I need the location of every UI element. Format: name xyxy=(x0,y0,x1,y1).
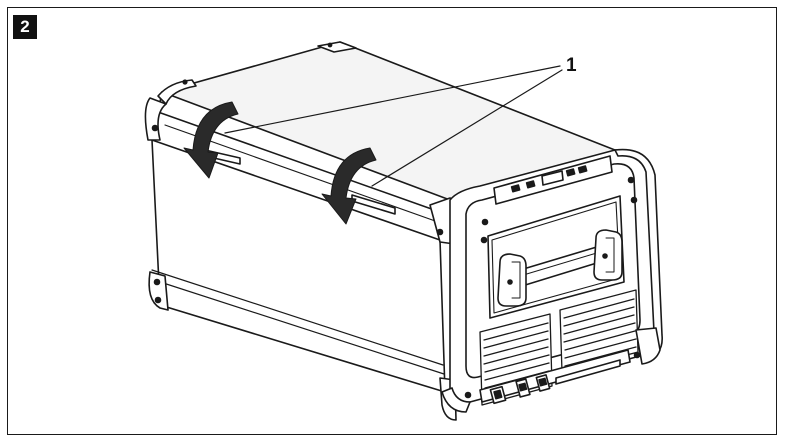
power-sockets xyxy=(479,349,631,405)
lid-open-arrow-right xyxy=(321,147,377,225)
callout-leader-lines xyxy=(224,65,563,187)
lid-open-arrow-left xyxy=(183,101,239,179)
bottom-corner-bumper xyxy=(441,327,661,413)
carry-handle xyxy=(487,195,625,319)
callout-label-1: 1 xyxy=(566,55,577,76)
control-panel xyxy=(493,155,613,205)
figure-number-badge: 2 xyxy=(13,15,37,39)
figure-frame xyxy=(7,7,777,435)
vent-grille-right xyxy=(559,289,639,373)
